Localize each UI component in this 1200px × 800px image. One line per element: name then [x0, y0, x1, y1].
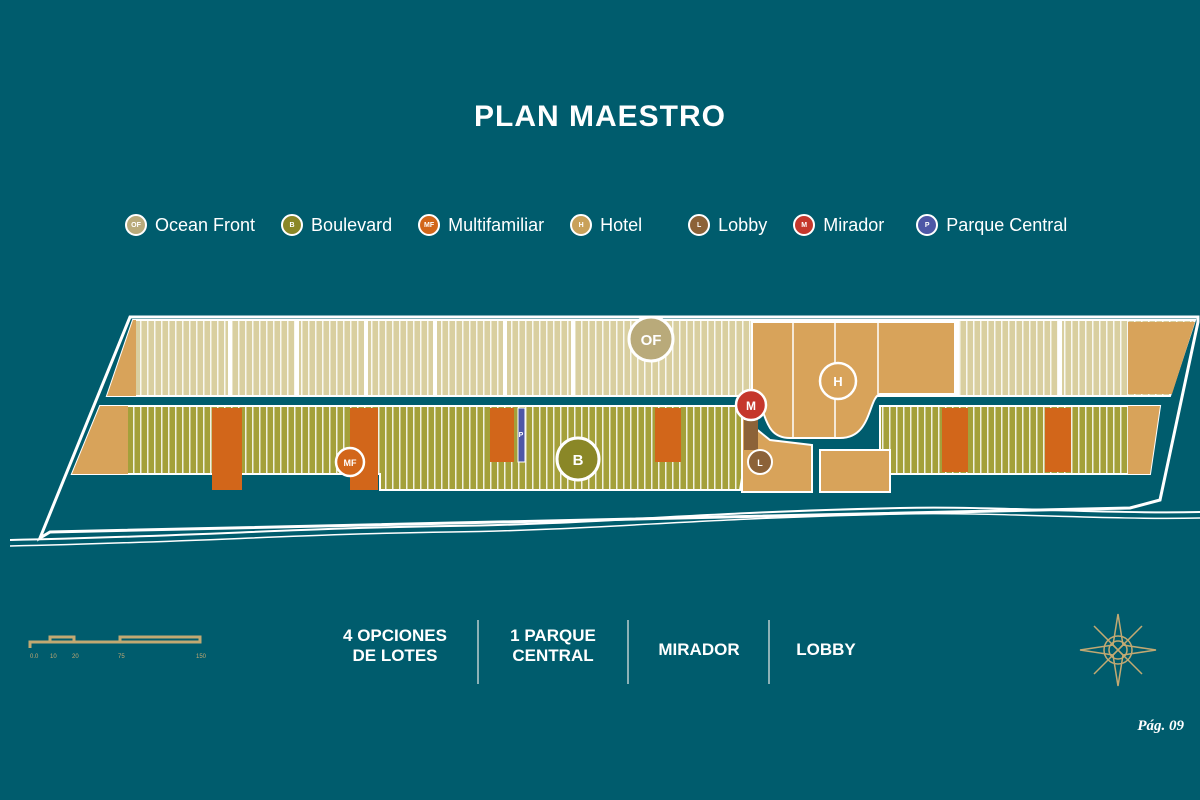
ocean-front-dividers [228, 320, 1062, 396]
legend-item-lobby: L Lobby [688, 214, 767, 236]
b-marker: B [555, 436, 601, 482]
site-outline [36, 315, 1200, 542]
multifamiliar-blocks [212, 408, 1071, 490]
l-marker-label: L [757, 458, 763, 468]
feature-central-park: 1 PARQUE CENTRAL [510, 626, 596, 665]
legend-label: Lobby [718, 214, 768, 235]
multifamiliar-marker-icon: MF [418, 214, 441, 236]
scale-tick: 0.0 [30, 654, 39, 660]
feature-summary: 4 OPCIONES DE LOTES 1 PARQUE CENTRAL MIR… [0, 626, 1200, 686]
master-plan-map: OF H M B MF L P [9, 315, 1200, 547]
scale-tick: 75 [118, 654, 125, 660]
of-marker-label: OF [641, 332, 662, 349]
h-marker: H [818, 361, 858, 401]
feature-lot-options: 4 OPCIONES DE LOTES [343, 626, 447, 665]
legend-item-multifamiliar: MF Multifamiliar [418, 214, 544, 236]
feature-lobby: LOBBY [796, 640, 856, 659]
p-marker-label: P [519, 432, 524, 439]
mirador-marker-icon: M [793, 214, 816, 236]
lobby-block-right [819, 449, 891, 493]
mf-marker: MF [334, 446, 366, 478]
of-marker: OF [627, 315, 675, 363]
m-marker-label: M [746, 399, 756, 413]
boulevard-lots-right [879, 405, 1162, 475]
boulevard-end-right [1128, 406, 1160, 474]
h-marker-label: H [833, 374, 842, 389]
legend-label: Hotel [600, 214, 643, 235]
boulevard-lots [70, 405, 746, 491]
divider [477, 620, 479, 684]
legend-item-hotel: H Hotel [570, 214, 642, 236]
m-marker: M [734, 388, 768, 422]
scale-bar: 0.0 10 20 75 150 [28, 635, 207, 660]
coast-line [9, 506, 1200, 541]
legend-label: Boulevard [311, 214, 393, 235]
legend-label: Multifamiliar [448, 214, 545, 235]
scale-tick: 10 [50, 654, 57, 660]
ocean-front-marker-icon: OF [125, 214, 147, 236]
boulevard-end-left [72, 406, 128, 474]
legend-item-boulevard: B Boulevard [281, 214, 392, 236]
feature-mirador: MIRADOR [658, 640, 740, 659]
parque-central-block [517, 407, 526, 463]
page-title: PLAN MAESTRO [474, 100, 726, 133]
divider [768, 620, 770, 684]
l-marker: L [747, 449, 773, 475]
p-marker: P [519, 432, 524, 439]
ocean-front-end-left [107, 320, 136, 396]
scale-tick: 20 [72, 654, 79, 660]
mf-marker-label: MF [344, 458, 357, 468]
legend-item-mirador: M Mirador [793, 214, 884, 236]
hotel-marker-icon: H [570, 214, 593, 236]
divider [627, 620, 629, 684]
legend-item-parque-central: P Parque Central [916, 214, 1067, 236]
legend-label: Mirador [823, 214, 885, 235]
legend-label: Parque Central [946, 214, 1068, 235]
page-number: Pág. 09 [1137, 718, 1184, 734]
boulevard-marker-icon: B [281, 214, 304, 236]
legend-label: Ocean Front [155, 214, 256, 235]
scale-tick: 150 [196, 654, 207, 660]
map-legend: OF Ocean Front B Boulevard MF Multifamil… [125, 214, 1093, 236]
compass-rose-icon [1079, 613, 1157, 687]
legend-item-ocean-front: OF Ocean Front [125, 214, 255, 236]
b-marker-label: B [573, 452, 584, 469]
lobby-marker-icon: L [688, 214, 711, 236]
parque-central-marker-icon: P [916, 214, 939, 236]
ocean-front-end-right [1128, 322, 1195, 394]
